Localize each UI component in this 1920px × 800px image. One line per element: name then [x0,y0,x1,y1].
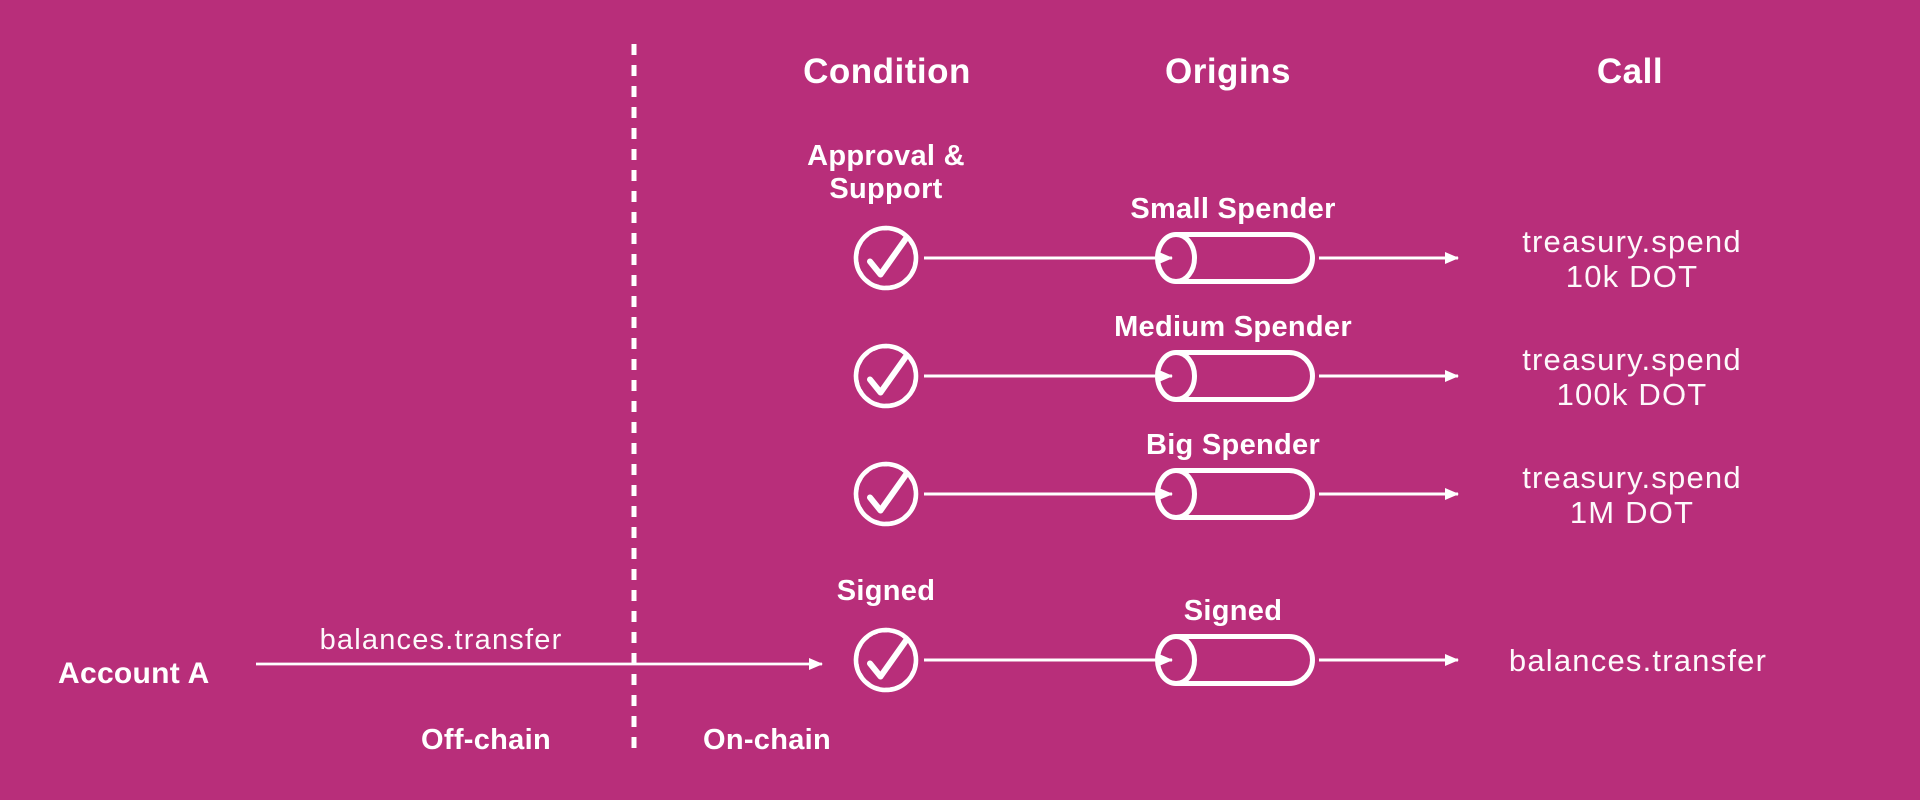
row-small-spender-graphics [842,214,1459,303]
check-circle-icon [842,214,931,303]
check-circle-icon [842,616,931,705]
row-big-spender-graphics [842,450,1459,539]
check-circle-icon [842,332,931,421]
column-header-condition: Condition [803,52,971,91]
row-signed-graphics [842,616,1459,705]
account-label: Account A [58,657,210,690]
zone-label-onchain: On-chain [702,724,832,756]
offchain-call-label: balances.transfer [319,624,563,656]
pipe-track-icon [1158,353,1313,400]
pipe-track-icon [1158,637,1313,684]
condition-label-approval-support: Approval & Support [807,140,965,205]
pipe-track-icon [1158,471,1313,518]
pipe-track-icon [1158,235,1313,282]
origin-label-small-spender: Small Spender [1130,193,1336,225]
call-text-treasury-10k: treasury.spend 10k DOT [1522,224,1742,294]
check-circle-icon [842,450,931,539]
column-header-call: Call [1596,52,1664,91]
call-text-balances-transfer: balances.transfer [1508,643,1768,678]
zone-label-offchain: Off-chain [421,724,551,756]
origin-label-signed: Signed [1183,595,1283,627]
row-medium-spender-graphics [842,332,1459,421]
call-text-treasury-100k: treasury.spend 100k DOT [1522,342,1742,412]
origin-label-big-spender: Big Spender [1145,429,1321,461]
call-text-treasury-1m: treasury.spend 1M DOT [1522,460,1742,530]
condition-label-signed: Signed [836,575,936,607]
origin-label-medium-spender: Medium Spender [1114,311,1352,343]
column-header-origins: Origins [1164,52,1292,91]
